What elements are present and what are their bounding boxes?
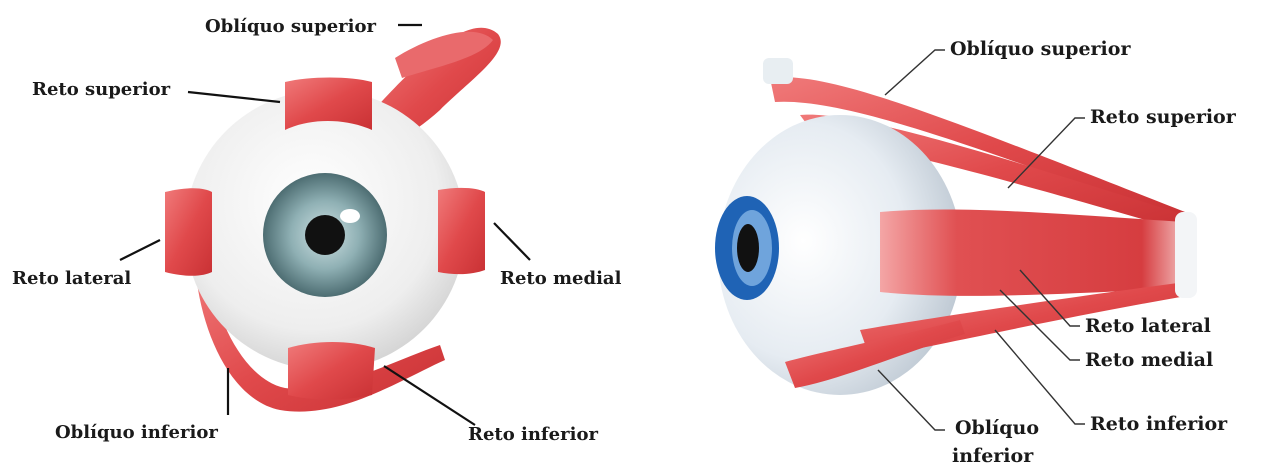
- leader-reto-inferior-left: [384, 366, 475, 425]
- inferior-rectus-muscle-left: [288, 342, 375, 400]
- leader-reto-lateral-left: [120, 240, 160, 260]
- medial-rectus-muscle-left: [438, 188, 485, 274]
- pupil-frontal: [305, 215, 345, 255]
- label-reto-inferior-right: Reto inferior: [1090, 413, 1228, 435]
- label-reto-medial-right: Reto medial: [1085, 349, 1213, 371]
- lateral-eye-view: Oblíquo superior Reto superior Reto late…: [715, 38, 1237, 467]
- label-reto-superior-right: Reto superior: [1090, 106, 1237, 128]
- frontal-eye-view: Oblíquo superior Reto superior Reto late…: [12, 16, 622, 445]
- label-reto-superior-left: Reto superior: [32, 79, 171, 100]
- label-obliquo-superior-right: Oblíquo superior: [950, 38, 1131, 60]
- label-obliquo-inferior-right-line1: Oblíquo: [955, 417, 1039, 439]
- label-reto-lateral-left: Reto lateral: [12, 268, 131, 289]
- label-obliquo-superior-left: Oblíquo superior: [205, 16, 376, 37]
- pupil-lateral: [737, 224, 759, 272]
- eye-highlight: [340, 209, 360, 223]
- leader-reto-superior-left: [188, 92, 280, 102]
- leader-obliquo-superior-right: [885, 50, 945, 95]
- trochlea-pulley: [763, 58, 793, 84]
- leader-reto-inferior-right: [995, 330, 1085, 424]
- lateral-rectus-muscle-left: [165, 188, 212, 276]
- label-reto-inferior-left: Reto inferior: [468, 424, 598, 445]
- label-reto-lateral-right: Reto lateral: [1085, 315, 1211, 337]
- label-obliquo-inferior-left: Oblíquo inferior: [55, 422, 218, 443]
- lateral-rectus-muscle-right: [880, 209, 1188, 295]
- label-reto-medial-left: Reto medial: [500, 268, 622, 289]
- annulus-of-zinn: [1175, 212, 1197, 298]
- leader-reto-medial-left: [494, 223, 530, 260]
- label-obliquo-inferior-right-line2: inferior: [952, 445, 1034, 467]
